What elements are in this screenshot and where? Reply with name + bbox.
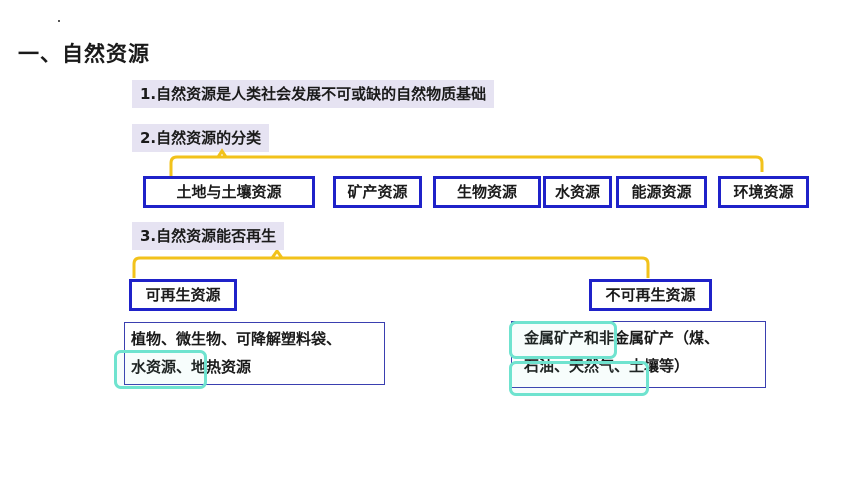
renewable-examples: 植物、微生物、可降解塑料袋、 水资源、地热资源 <box>124 322 385 385</box>
highlight-oil-gas <box>509 361 649 396</box>
category-mineral: 矿产资源 <box>333 176 422 208</box>
classification-bracket <box>169 155 764 177</box>
renewable-examples-line2: 水资源、地热资源 <box>131 358 252 376</box>
section-title: 一、自然资源 <box>18 42 150 66</box>
renewable-label: 可再生资源 <box>129 279 237 311</box>
classification-bracket-tip <box>216 148 228 158</box>
category-land-soil: 土地与土壤资源 <box>143 176 315 208</box>
category-biological: 生物资源 <box>433 176 541 208</box>
point-2-label: 2.自然资源的分类 <box>132 124 270 152</box>
renewability-bracket <box>132 256 650 278</box>
nonrenewable-label: 不可再生资源 <box>589 279 712 311</box>
highlight-metal-minerals <box>509 321 617 359</box>
category-energy: 能源资源 <box>616 176 707 208</box>
point-3-label: 3.自然资源能否再生 <box>132 222 285 250</box>
decorative-dot <box>58 20 60 22</box>
point-1-label: 1.自然资源是人类社会发展不可或缺的自然物质基础 <box>132 80 495 108</box>
highlight-water-resources <box>114 350 207 389</box>
renewable-examples-line1: 植物、微生物、可降解塑料袋、 <box>131 330 342 348</box>
renewability-bracket-tip <box>270 248 284 259</box>
nonrenewable-examples-line1: 金属矿产和非金属矿产（煤、 <box>524 329 720 347</box>
category-water: 水资源 <box>543 176 612 208</box>
category-environment: 环境资源 <box>718 176 809 208</box>
